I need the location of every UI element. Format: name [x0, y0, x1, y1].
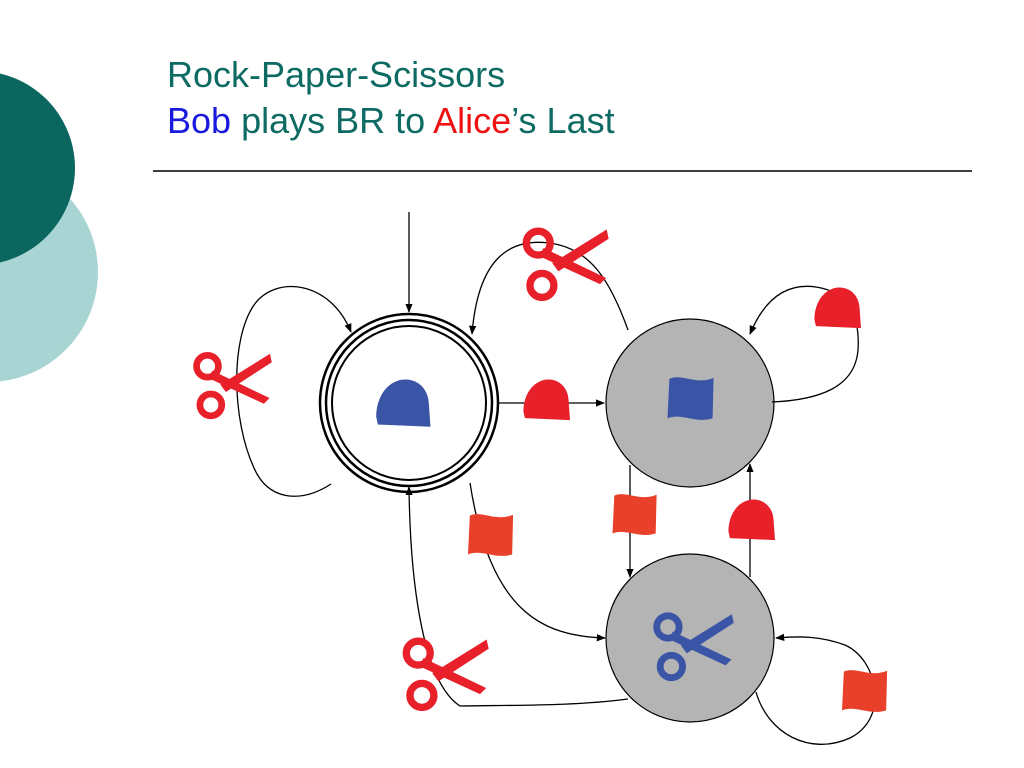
- title-bob: Bob: [167, 100, 232, 141]
- self-loop-start-scissors: [236, 285, 352, 497]
- title-line-1: Rock-Paper-Scissors: [167, 54, 506, 95]
- decor-circle-dark: [0, 73, 75, 263]
- alice-rock-icon: [523, 379, 570, 421]
- alice-scissors-icon: [526, 230, 608, 297]
- bob-paper-icon: [667, 377, 714, 420]
- alice-paper-icon: [468, 514, 514, 556]
- edge-start-to-scissors: [469, 482, 606, 642]
- title-line-2: Bob plays BR to Alice’s Last: [167, 98, 615, 144]
- edge-scissors-to-start: [405, 486, 629, 707]
- alice-scissors-icon: [406, 640, 488, 707]
- title-alice: Alice: [433, 100, 512, 141]
- alice-rock-icon: [814, 287, 861, 329]
- alice-paper-icon: [612, 494, 657, 535]
- alice-paper-icon: [842, 670, 888, 712]
- title-mid: plays BR to: [231, 100, 434, 141]
- alice-rock-icon: [728, 499, 775, 541]
- slide-title: Rock-Paper-Scissors Bob plays BR to Alic…: [167, 52, 615, 144]
- state-scissors: [605, 553, 775, 723]
- title-end: ’s Last: [511, 100, 615, 141]
- alice-scissors-icon: [197, 354, 272, 415]
